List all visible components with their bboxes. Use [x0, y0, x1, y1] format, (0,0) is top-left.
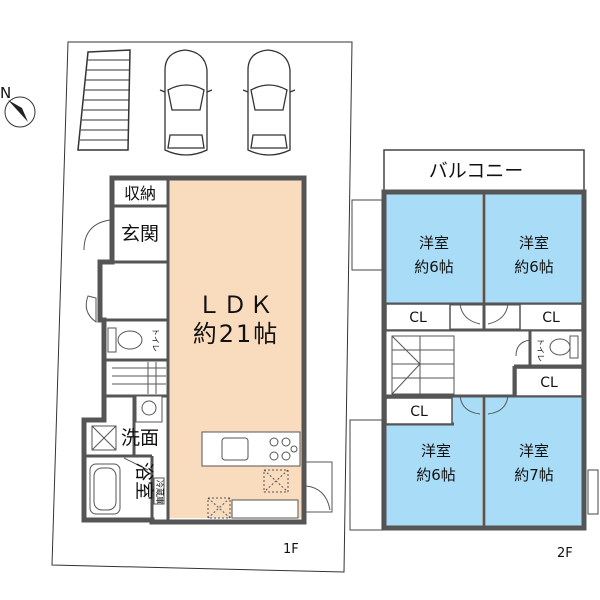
room-bl-name: 洋室 — [421, 442, 451, 460]
car-icon — [242, 49, 296, 156]
closet-mr — [515, 367, 583, 397]
closet-tr — [519, 303, 583, 331]
room-tl-size: 約6帖 — [414, 258, 454, 276]
closet-mr-label: CL — [540, 375, 558, 391]
closet-tl — [385, 303, 451, 331]
compass: N — [0, 84, 36, 128]
kitchen-counter — [201, 431, 301, 467]
room-tr-size: 約6帖 — [514, 258, 554, 276]
ldk-name: ＬＤＫ — [197, 291, 275, 319]
toilet-icon — [549, 335, 579, 359]
room-br-size: 約7帖 — [514, 466, 554, 484]
compass-arrow-icon — [8, 100, 28, 122]
room-top-left — [386, 194, 482, 304]
washroom-label: 洗面 — [121, 427, 159, 449]
room-br-name: 洋室 — [519, 442, 549, 460]
entrance-label: 玄関 — [121, 223, 159, 245]
sink-icon — [135, 395, 163, 423]
approach-stairs — [77, 49, 131, 151]
room-tr-name: 洋室 — [519, 234, 549, 252]
room-bl-size: 約6帖 — [416, 466, 456, 484]
room-tl-name: 洋室 — [419, 234, 449, 252]
toilet-label: トイレ — [151, 328, 160, 352]
bathtub-icon — [89, 463, 121, 515]
storage-label: 収納 — [124, 184, 156, 203]
compass-circle — [4, 96, 36, 128]
ldk-size: 約21帖 — [193, 320, 280, 348]
room-top-right — [486, 194, 582, 304]
toilet-icon — [107, 327, 143, 353]
floor1-outer-wall — [81, 175, 307, 525]
floor2: バルコニー — [349, 149, 599, 561]
bath-label: 浴室 — [133, 462, 155, 500]
floor2-stairs — [391, 335, 455, 395]
balcony-label: バルコニー — [429, 160, 524, 182]
closet-bl — [385, 397, 453, 425]
floor1-label: 1F — [283, 542, 299, 557]
floor1: 収納 玄関 ＬＤＫ 約21帖 トイレ 洗面 浴室 冷蔵庫 1F — [81, 175, 333, 557]
lot-boundary — [51, 41, 353, 573]
fridge-box — [153, 477, 165, 505]
car-icon — [159, 49, 213, 156]
entrance-door — [83, 219, 111, 251]
ldk-room — [168, 178, 304, 518]
closet-tr-label: CL — [542, 310, 560, 326]
room-bottom-right — [486, 396, 582, 526]
floor1-stairs — [112, 362, 166, 394]
closet-bl-label: CL — [410, 404, 428, 420]
floor2-label: 2F — [557, 546, 573, 561]
closet-tl-label: CL — [409, 310, 427, 326]
fridge-label: 冷蔵庫 — [155, 480, 165, 504]
balcony — [383, 149, 585, 193]
compass-label: N — [0, 84, 11, 102]
toilet2-label: トイレ — [536, 338, 545, 362]
washer-icon — [91, 425, 117, 451]
